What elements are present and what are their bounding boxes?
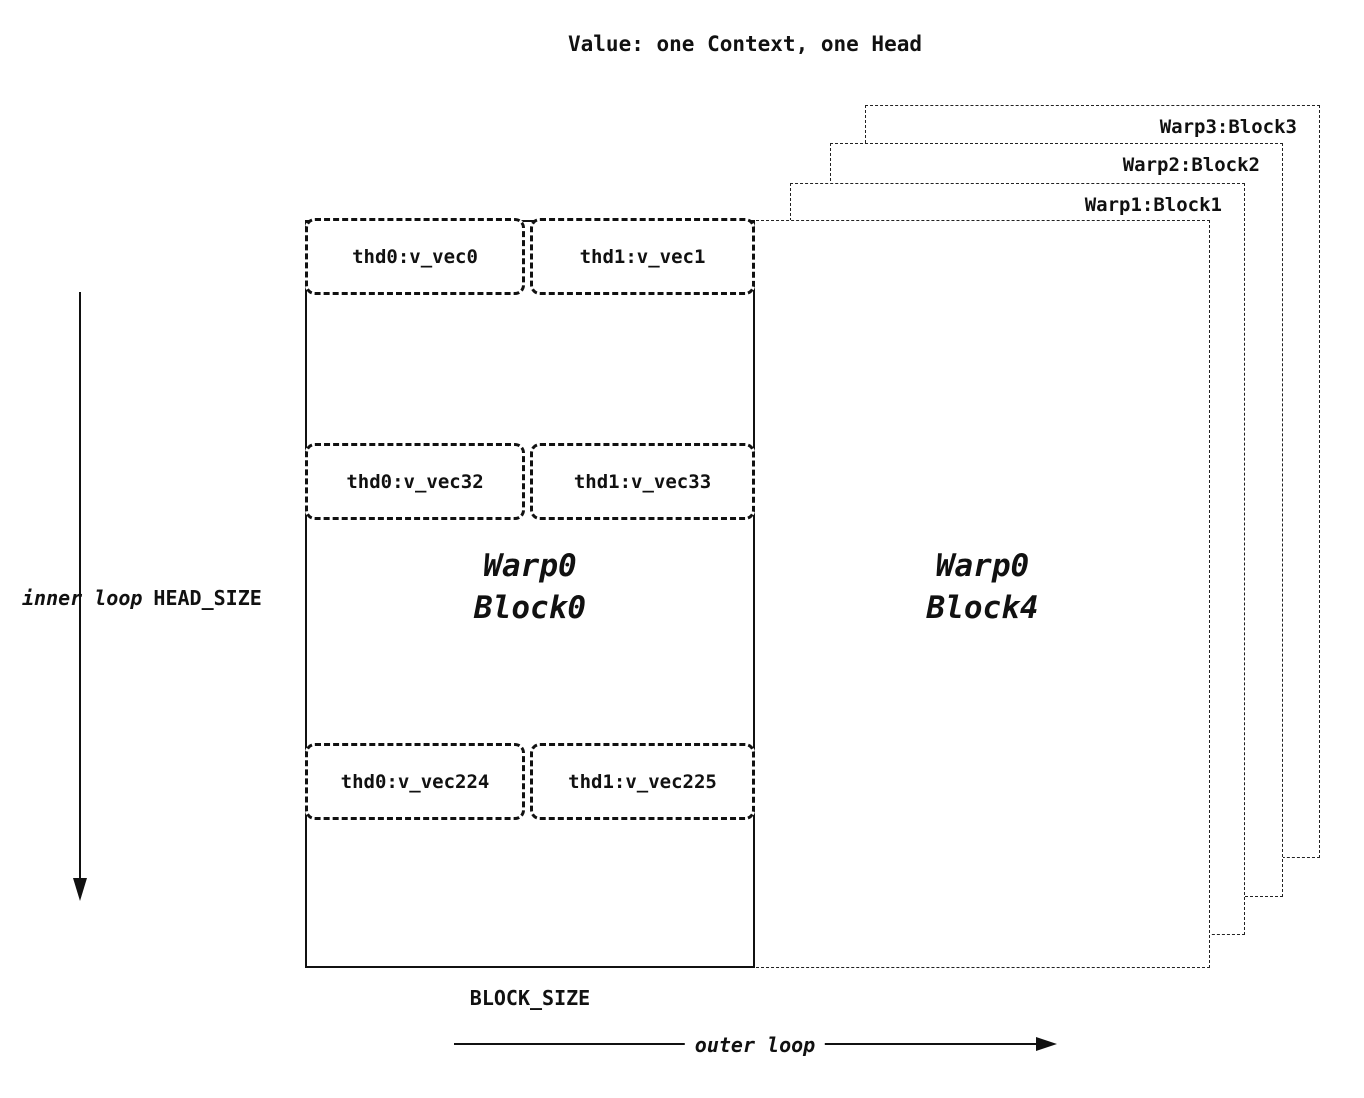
inner-loop-arrow — [73, 292, 87, 901]
warp0-block4-caption: Warp0 Block4 — [755, 545, 1210, 629]
warp1-block1-label: Warp1:Block1 — [1084, 194, 1222, 216]
warp0-block0-caption: Warp0 Block0 — [305, 545, 755, 629]
inner-loop-head-size-label: inner loop HEAD_SIZE — [22, 586, 262, 610]
inner-loop-text: inner loop — [22, 586, 143, 610]
warp0-block4-caption-line1: Warp0 — [935, 548, 1030, 584]
block-size-label: BLOCK_SIZE — [469, 986, 591, 1010]
warp0-block0-rect — [305, 220, 755, 968]
warp0-block4-caption-line2: Block4 — [926, 590, 1039, 626]
warp3-block3-label: Warp3:Block3 — [1159, 116, 1297, 138]
warp0-block0-caption-line1: Warp0 — [483, 548, 577, 584]
thread-box-thd1-vvec225: thd1:v_vec225 — [530, 743, 755, 820]
warp0-block0-caption-line2: Block0 — [474, 590, 586, 626]
outer-loop-label: outer loop — [684, 1033, 826, 1057]
thread-box-thd1-vvec1: thd1:v_vec1 — [530, 218, 755, 295]
warp2-block2-label: Warp2:Block2 — [1122, 154, 1260, 176]
head-size-text: HEAD_SIZE — [153, 586, 262, 610]
thread-box-thd0-vvec32: thd0:v_vec32 — [305, 443, 525, 520]
thread-box-thd0-vvec0: thd0:v_vec0 — [305, 218, 525, 295]
thread-box-thd1-vvec33: thd1:v_vec33 — [530, 443, 755, 520]
thread-box-thd0-vvec224: thd0:v_vec224 — [305, 743, 525, 820]
diagram-title: Value: one Context, one Head — [567, 32, 923, 56]
